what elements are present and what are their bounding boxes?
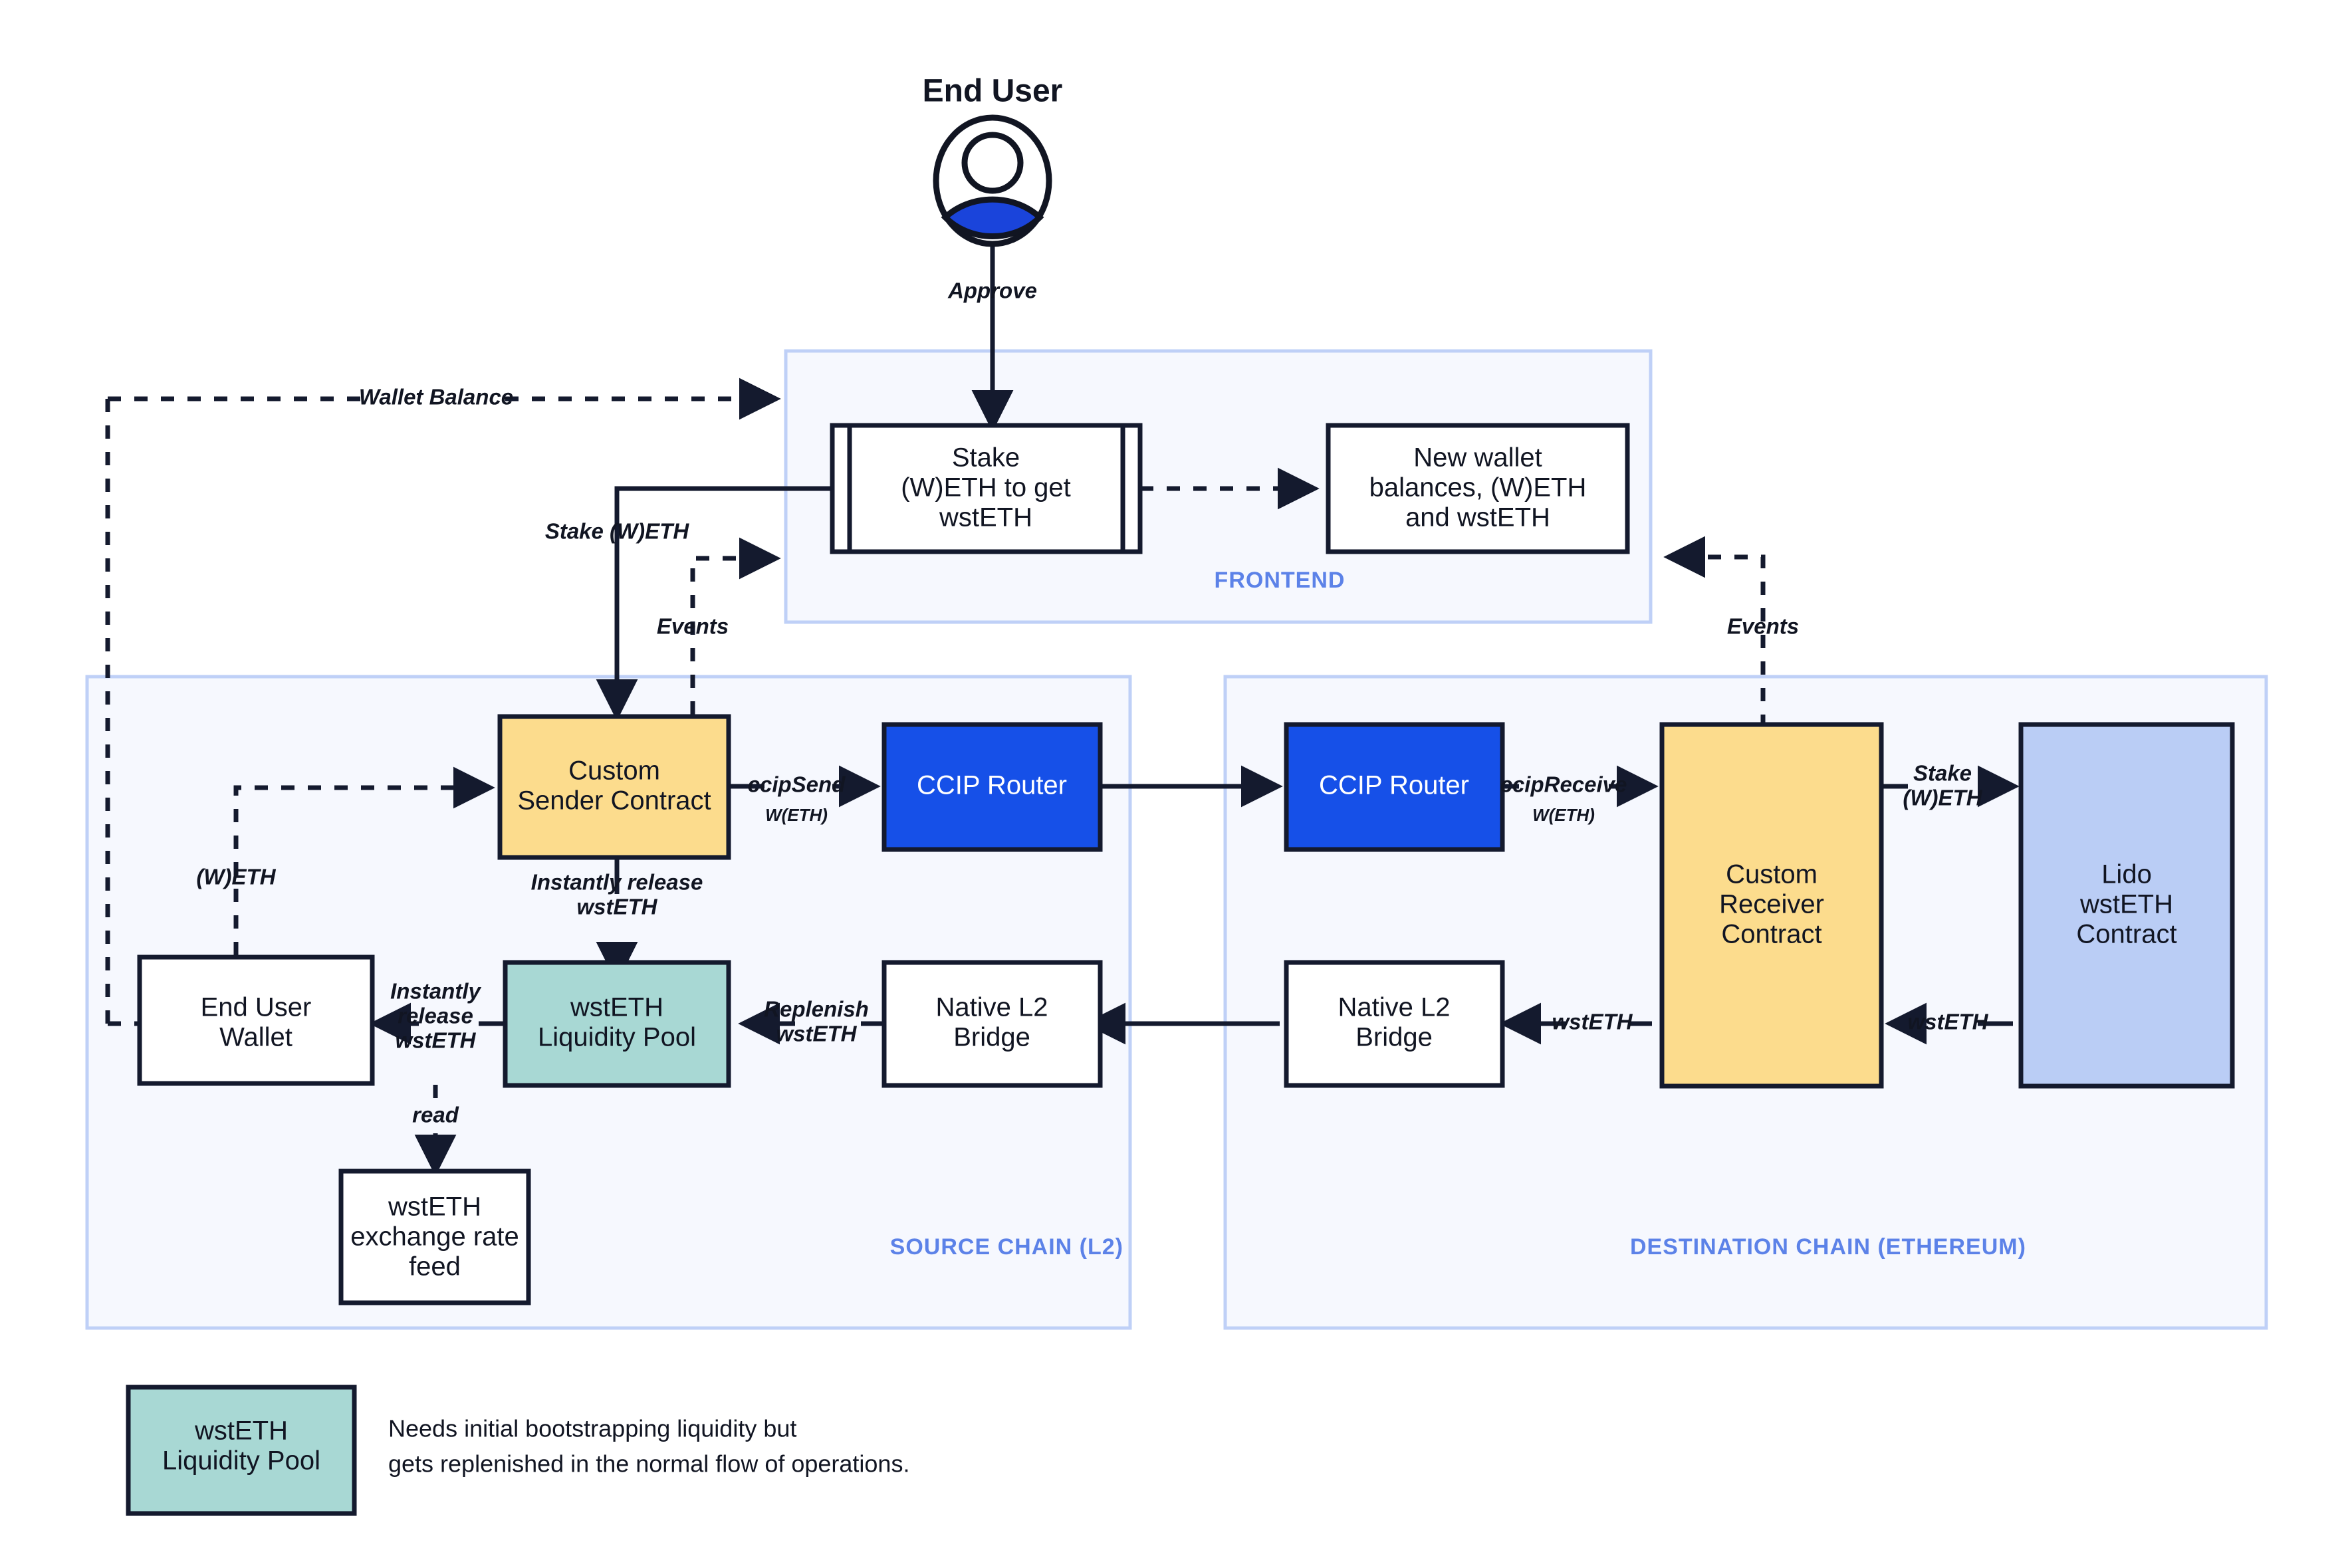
legend-swatch-line1: wstETH (194, 1416, 288, 1446)
node-bridge-dst-line2: Bridge (1355, 1023, 1433, 1052)
node-wallet-line1: End User (201, 993, 312, 1022)
node-new-balances-line1: New wallet (1413, 443, 1542, 473)
node-sender-line1: Custom (568, 756, 660, 786)
edge-label-instant-release-line1: Instantly release (531, 870, 703, 895)
node-lido-wsteth-contract[interactable]: Lido wstETH Contract (2018, 722, 2235, 1089)
legend-note-line1: Needs initial bootstrapping liquidity bu… (388, 1415, 796, 1442)
node-router-dst-label: CCIP Router (1319, 771, 1469, 800)
edge-label-weth: (W)ETH (196, 865, 276, 889)
node-new-balances-line3: and wstETH (1405, 503, 1550, 532)
node-ccip-router-source[interactable]: CCIP Router (881, 722, 1103, 852)
node-bridge-src-line1: Native L2 (936, 993, 1048, 1022)
edge-label-stake-weth: Stake (W)ETH (545, 519, 690, 544)
edge-label-approve: Approve (947, 279, 1037, 303)
node-pool-line2: Liquidity Pool (538, 1023, 696, 1052)
edge-label-replenish-line1: Replenish (764, 997, 869, 1022)
node-new-balances[interactable]: New wallet balances, (W)ETH and wstETH (1326, 423, 1630, 554)
avatar (933, 114, 1052, 247)
node-router-src-label: CCIP Router (917, 771, 1067, 800)
edge-label-read: read (412, 1103, 459, 1127)
edge-events-right (1663, 536, 1766, 728)
edge-label-ccipsend-sub: W(ETH) (765, 805, 828, 825)
node-ccip-router-destination[interactable]: CCIP Router (1284, 722, 1505, 852)
edge-label-ccipreceive: ccipReceive (1500, 772, 1627, 797)
region-label-source-chain: SOURCE CHAIN (L2) (890, 1234, 1123, 1260)
edge-label-instant-release-line2: wstETH (576, 895, 657, 919)
node-custom-sender-contract[interactable]: Custom Sender Contract (497, 714, 731, 860)
legend-note-line2: gets replenished in the normal flow of o… (388, 1450, 909, 1478)
node-stake-form-line2: (W)ETH to get (901, 473, 1071, 503)
node-pool-line1: wstETH (570, 993, 663, 1022)
node-feed-line2: exchange rate (350, 1222, 519, 1252)
edge-label-events-left: Events (657, 614, 729, 639)
node-lido-line1: Lido (2101, 860, 2152, 889)
legend-swatch-wsteth-pool: wstETH Liquidity Pool (126, 1385, 357, 1516)
actor-label: End User (923, 74, 1063, 109)
node-stake-form-line3: wstETH (939, 503, 1032, 532)
edge-label-ccipsend: ccipSend (748, 772, 846, 797)
node-stake-form-line1: Stake (952, 443, 1020, 473)
node-feed-line1: wstETH (388, 1192, 481, 1222)
edge-stake-weth (596, 486, 832, 721)
node-feed-line3: feed (409, 1252, 461, 1282)
node-receiver-line1: Custom (1726, 860, 1818, 889)
node-receiver-line2: Receiver (1719, 890, 1824, 919)
node-wallet-line2: Wallet (219, 1023, 293, 1052)
node-native-l2-bridge-destination[interactable]: Native L2 Bridge (1284, 960, 1505, 1088)
edge-label-ccipreceive-sub: W(ETH) (1532, 805, 1595, 825)
edge-label-wallet-balance: Wallet Balance (359, 385, 513, 409)
edge-label-wsteth-lido: wstETH (1907, 1010, 1988, 1034)
edge-weth-wallet-to-sender (233, 766, 495, 955)
node-end-user-wallet[interactable]: End User Wallet (137, 954, 375, 1086)
legend-swatch-line2: Liquidity Pool (162, 1446, 320, 1476)
node-custom-receiver-contract[interactable]: Custom Receiver Contract (1659, 722, 1884, 1089)
edge-label-release-wallet-line2: release (398, 1004, 473, 1028)
node-sender-line2: Sender Contract (517, 786, 711, 816)
node-lido-line2: wstETH (2079, 890, 2173, 919)
node-native-l2-bridge-source[interactable]: Native L2 Bridge (881, 960, 1103, 1088)
edge-label-events-right: Events (1727, 614, 1799, 639)
edge-label-release-wallet-line3: wstETH (395, 1028, 476, 1053)
region-label-frontend: FRONTEND (1215, 568, 1346, 593)
node-stake-form[interactable]: Stake (W)ETH to get wstETH (830, 423, 1143, 554)
edge-label-wsteth-receiver: wstETH (1552, 1010, 1633, 1034)
edge-label-release-wallet-line1: Instantly (390, 979, 481, 1004)
node-bridge-dst-line1: Native L2 (1338, 993, 1451, 1022)
edge-label-stake-dst-line2: (W)ETH (1903, 786, 1982, 810)
node-lido-line3: Contract (2076, 920, 2176, 949)
node-wsteth-exchange-rate-feed[interactable]: wstETH exchange rate feed (338, 1169, 531, 1305)
node-wsteth-liquidity-pool[interactable]: wstETH Liquidity Pool (503, 960, 731, 1088)
region-label-destination-chain: DESTINATION CHAIN (ETHEREUM) (1630, 1234, 2026, 1260)
edge-label-stake-dst-line1: Stake (1913, 761, 1972, 786)
edge-label-replenish-line2: wstETH (776, 1022, 857, 1046)
node-receiver-line3: Contract (1721, 920, 1821, 949)
node-new-balances-line2: balances, (W)ETH (1369, 473, 1587, 503)
node-bridge-src-line2: Bridge (953, 1023, 1030, 1052)
